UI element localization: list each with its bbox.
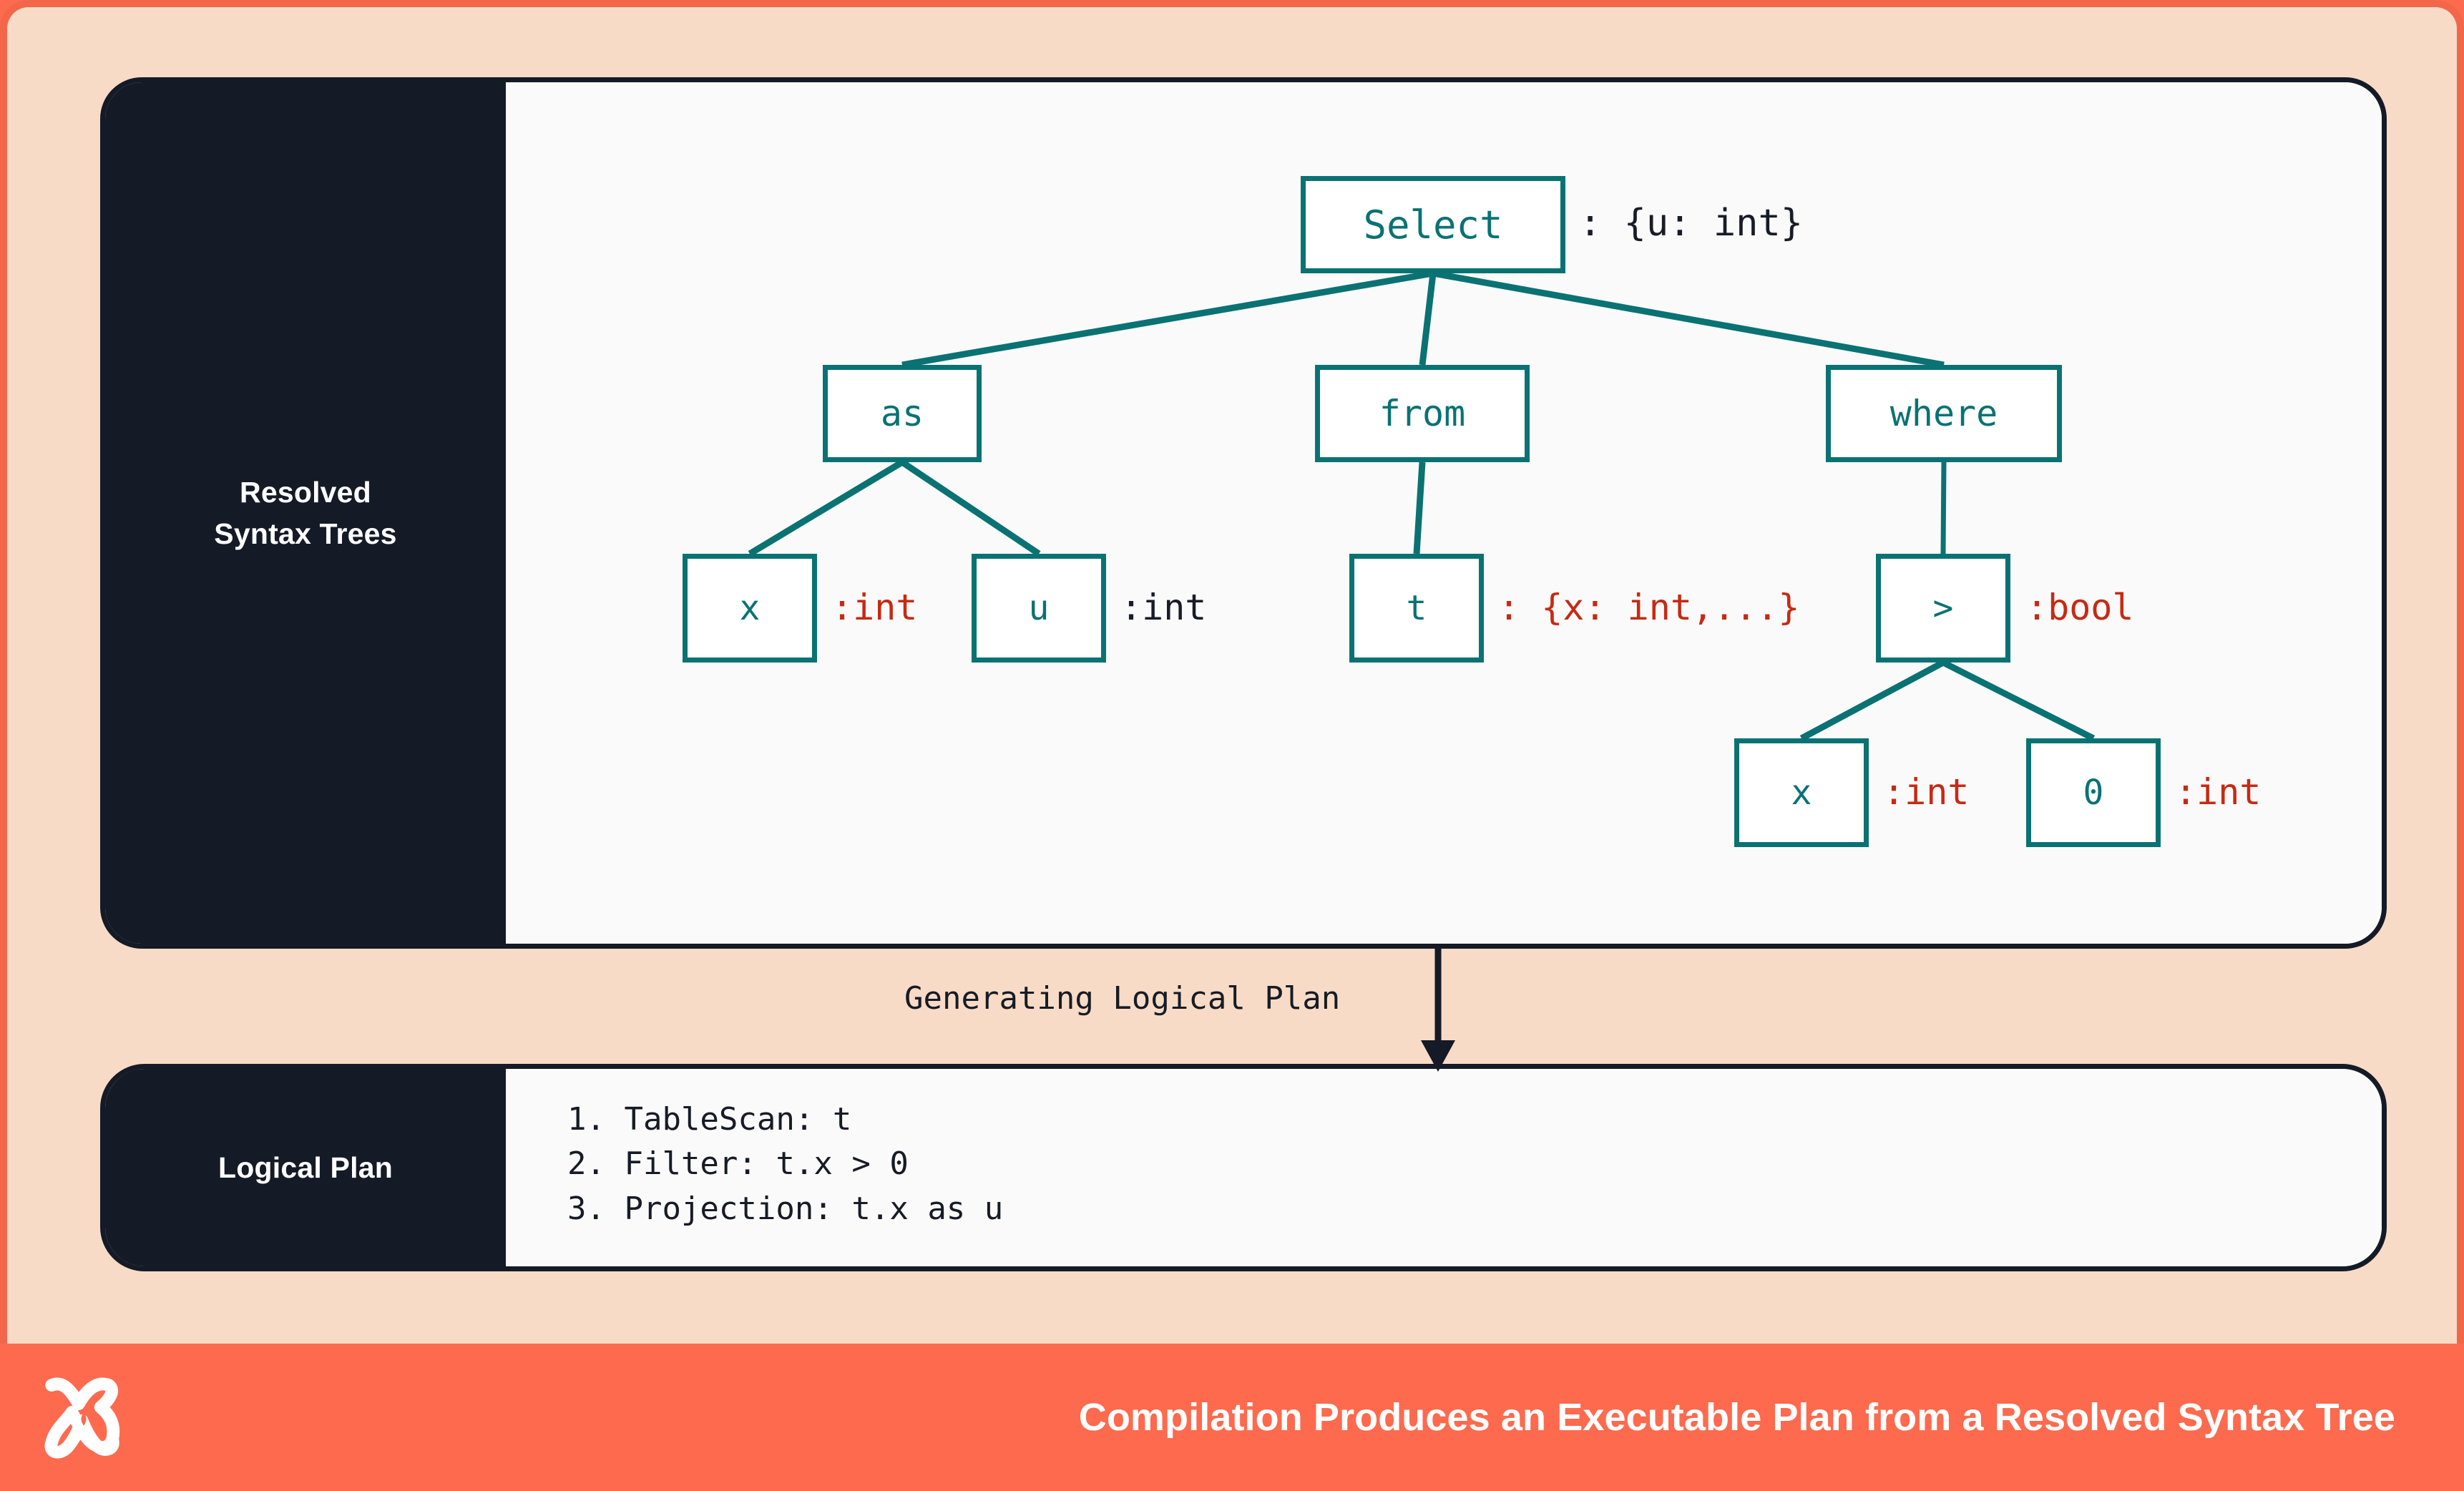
rst-label-line-1: Resolved — [240, 475, 371, 509]
tree-node-select: Select — [1301, 176, 1565, 273]
tree-node-gt-x: x — [1734, 738, 1869, 847]
type-annotation-gt-type: :bool — [2026, 587, 2134, 628]
tree-node-as: as — [823, 365, 982, 462]
generating-logical-plan-label: Generating Logical Plan — [904, 980, 1341, 1017]
logical-plan-steps: 1. TableScan: t 2. Filter: t.x > 0 3. Proj… — [567, 1098, 1003, 1231]
resolved-syntax-trees-label: Resolved Syntax Trees — [105, 82, 506, 944]
type-annotation-from-t-type: : {x: int,...} — [1498, 587, 1800, 628]
logical-plan-step-2: 2. Filter: t.x > 0 — [567, 1145, 909, 1183]
tree-edge-gt-gt-x — [1799, 660, 1945, 741]
logical-plan-body: 1. TableScan: t 2. Filter: t.x > 0 3. Proj… — [506, 1069, 2382, 1266]
resolved-syntax-trees-card: Resolved Syntax Trees Select as from where x… — [100, 77, 2387, 949]
logical-plan-card: Logical Plan 1. TableScan: t 2. Filter: t… — [100, 1064, 2387, 1271]
tree-edge-select-from — [1419, 273, 1437, 366]
tree-edge-where-gt — [1940, 461, 1947, 554]
tree-edge-select-as — [901, 270, 1434, 368]
down-arrow-icon — [1421, 944, 1455, 1072]
tree-node-gt-0: 0 — [2026, 738, 2161, 847]
footer-bar: Compilation Produces an Executable Plan … — [0, 1344, 2464, 1491]
type-annotation-as-u-type: :int — [1120, 587, 1207, 628]
tree-node-gt: > — [1876, 554, 2010, 663]
type-annotation-as-x-type: :int — [831, 587, 918, 628]
x-butterfly-logo-icon — [44, 1377, 120, 1459]
type-annotation-select-type: : {u: int} — [1579, 202, 1804, 245]
tree-node-where: where — [1826, 365, 2062, 462]
tree-node-as-x: x — [683, 554, 817, 663]
type-annotation-gt-0-type: :int — [2175, 771, 2262, 813]
tree-edges — [748, 270, 2096, 742]
logical-plan-label: Logical Plan — [105, 1069, 506, 1266]
tree-node-as-u: u — [972, 554, 1106, 663]
type-annotation-gt-x-type: :int — [1883, 771, 1970, 813]
tree-edge-gt-gt-0 — [1941, 659, 2096, 742]
tree-node-from-t: t — [1349, 554, 1484, 663]
logical-plan-step-3: 3. Projection: t.x as u — [567, 1190, 1004, 1227]
tree-edge-as-as-u — [900, 459, 1041, 557]
tree-edge-as-as-x — [748, 459, 904, 557]
tree-node-from: from — [1315, 365, 1530, 462]
footer-caption: Compilation Produces an Executable Plan … — [1078, 1396, 2395, 1439]
tree-edge-select-where — [1432, 270, 1945, 368]
tree-edge-from-from-t — [1413, 461, 1426, 554]
logical-plan-step-1: 1. TableScan: t — [567, 1101, 852, 1138]
rst-label-line-2: Syntax Trees — [214, 517, 397, 550]
